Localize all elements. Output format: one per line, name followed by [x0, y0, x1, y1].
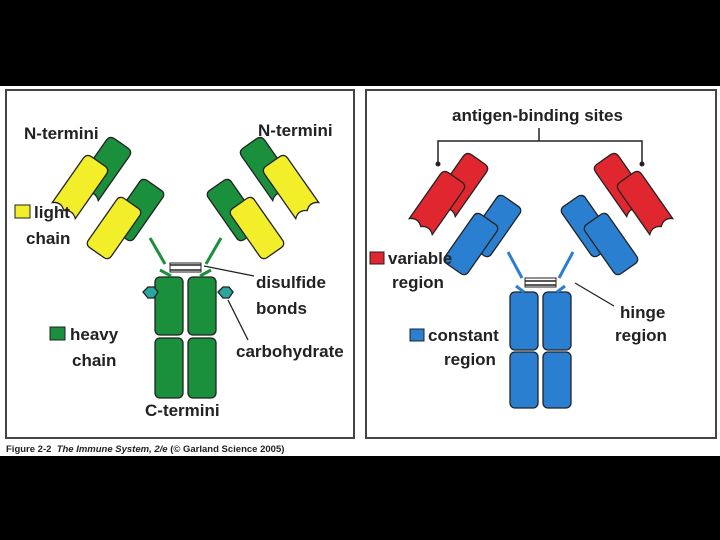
heavy-chain-swatch: [49, 326, 66, 341]
variable-region-label-2: region: [392, 273, 444, 292]
constant-domain: [509, 291, 539, 351]
hinge-region-label-2: region: [615, 326, 667, 345]
constant-domain: [583, 212, 639, 276]
light-constant-domain: [229, 196, 285, 260]
heavy-constant-domain: [187, 337, 217, 399]
c-termini-label: C-termini: [145, 401, 220, 420]
left-antibody: [50, 136, 321, 399]
disulfide-box: [169, 262, 202, 273]
hinge-line: [506, 251, 524, 279]
variable-domain: [616, 170, 675, 237]
hinge-line: [204, 237, 223, 265]
hinge-line: [556, 284, 566, 294]
light-variable-domain: [50, 154, 109, 221]
light-variable-domain: [262, 154, 321, 221]
hinge-line: [557, 251, 575, 279]
left-labels: N-termini N-termini light chain heavy ch…: [14, 121, 344, 420]
figure-caption: Figure 2-2 The Immune System, 2/e (© Gar…: [6, 444, 284, 455]
heavy-constant-domain: [154, 337, 184, 399]
variable-region-label-1: variable: [388, 249, 452, 268]
binding-site-dot: [639, 161, 645, 167]
right-antibody: [407, 152, 675, 409]
n-termini-right-label: N-termini: [258, 121, 333, 140]
hinge-line: [515, 284, 525, 294]
heavy-chain-label-2: chain: [72, 351, 116, 370]
disulfide-label-1: disulfide: [256, 273, 326, 292]
light-chain-label-1: light: [34, 203, 70, 222]
antigen-bracket: [437, 140, 643, 162]
hinge-box: [524, 277, 557, 288]
light-constant-domain: [86, 196, 142, 260]
carbohydrate-icon: [142, 286, 159, 299]
constant-region-label-2: region: [444, 350, 496, 369]
constant-domain: [443, 212, 499, 276]
right-labels: antigen-binding sites variable region co…: [369, 106, 667, 369]
constant-domain: [542, 351, 572, 409]
carbohydrate-label: carbohydrate: [236, 342, 344, 361]
copyright: (© Garland Science 2005): [170, 444, 285, 455]
right-panel-frame: [365, 89, 717, 439]
constant-domain: [542, 291, 572, 351]
variable-domain: [407, 170, 466, 237]
figure-number: Figure 2-2: [6, 444, 52, 455]
hinge-line: [159, 268, 172, 278]
hinge-line: [148, 237, 167, 265]
hinge-line: [199, 268, 212, 278]
constant-domain: [509, 351, 539, 409]
constant-region-swatch: [409, 328, 425, 342]
variable-region-swatch: [369, 251, 385, 265]
light-chain-label-2: chain: [26, 229, 70, 248]
book-title: The Immune System, 2/e: [56, 444, 168, 455]
light-chain-swatch: [14, 204, 31, 219]
heavy-constant-domain: [187, 276, 217, 336]
heavy-chain-label-1: heavy: [70, 325, 119, 344]
heavy-constant-domain: [154, 276, 184, 336]
disulfide-label-2: bonds: [256, 299, 307, 318]
carbohydrate-icon: [217, 286, 234, 299]
constant-region-label-1: constant: [428, 326, 499, 345]
n-termini-left-label: N-termini: [24, 124, 99, 143]
carbohydrate-pointer: [227, 299, 249, 341]
hinge-pointer: [574, 282, 615, 307]
disulfide-pointer: [203, 265, 255, 277]
hinge-region-label-1: hinge: [620, 303, 665, 322]
antigen-binding-sites-label: antigen-binding sites: [452, 106, 623, 125]
binding-site-dot: [435, 161, 441, 167]
